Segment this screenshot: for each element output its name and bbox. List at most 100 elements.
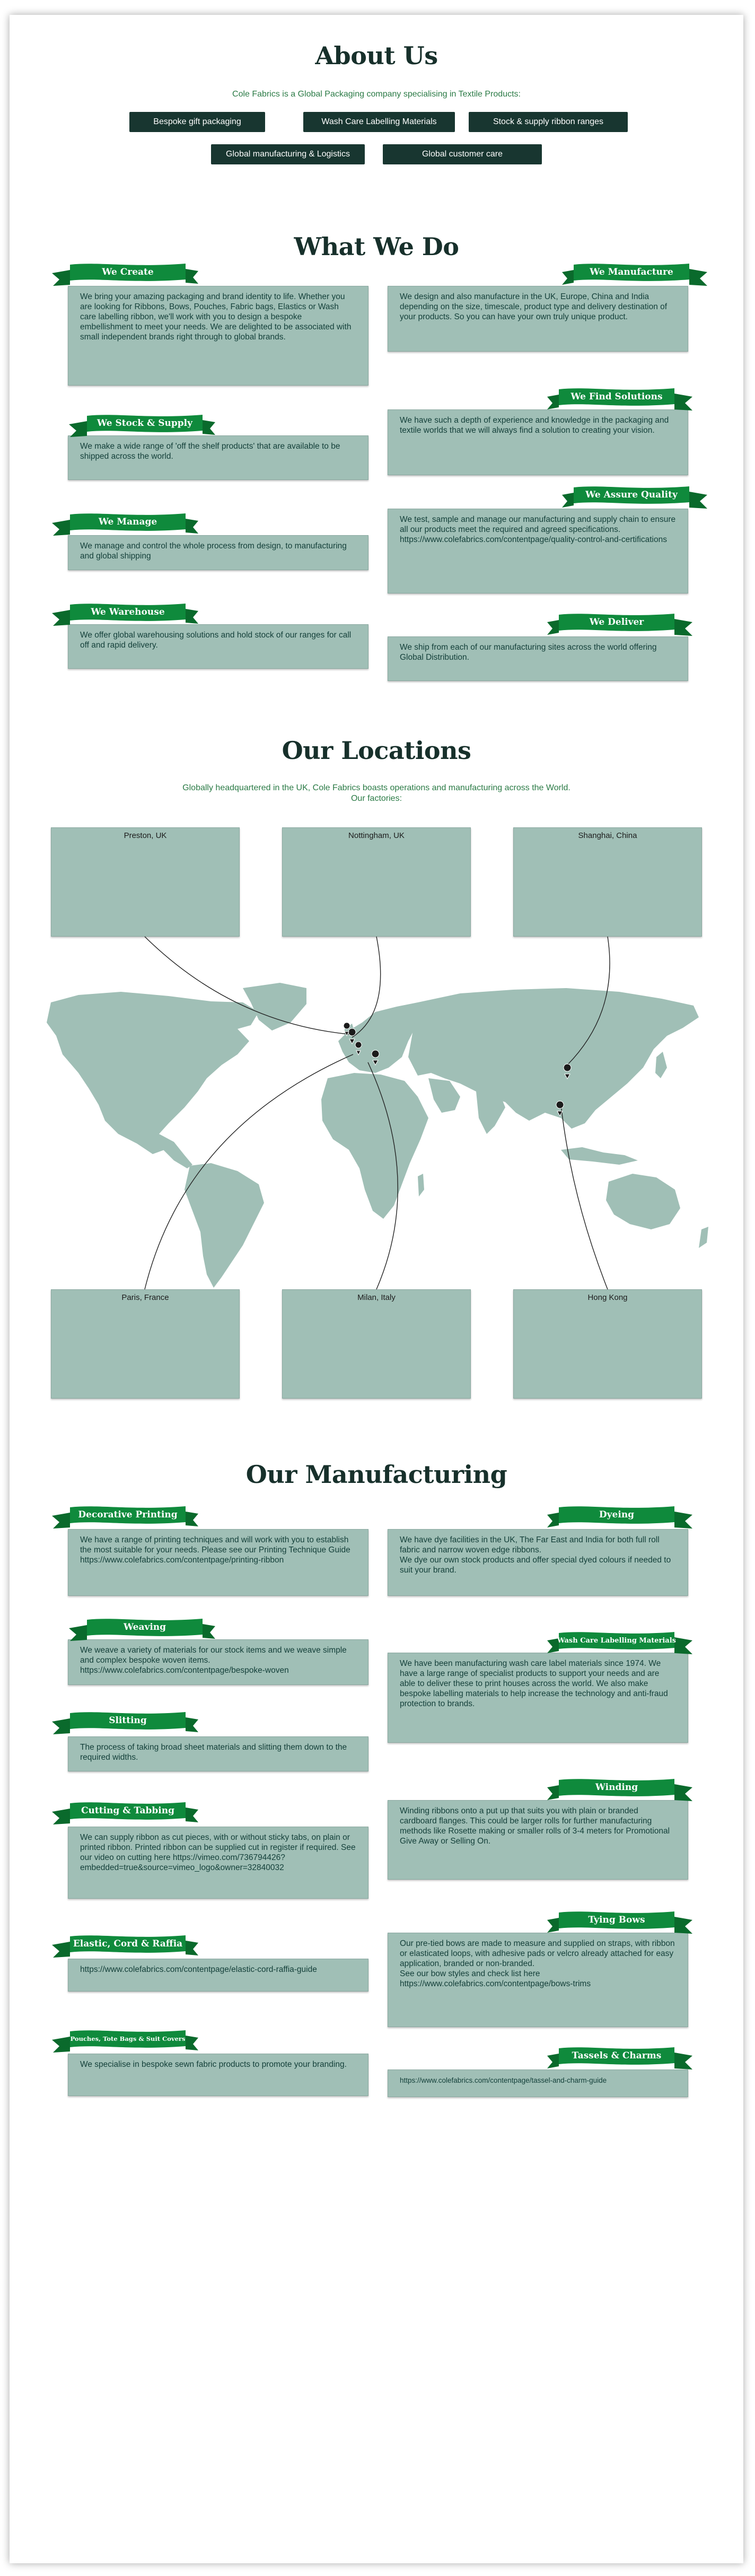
ribbon-tail-right xyxy=(186,269,198,284)
ribbon-label: Tassels & Charms xyxy=(572,2050,662,2061)
ribbon-tail-left xyxy=(547,1513,559,1527)
about-intro: Cole Fabrics is a Global Packaging compa… xyxy=(232,90,521,99)
card-wash-care-labelling: We have been manufacturing wash care lab… xyxy=(388,1653,688,1743)
arabia xyxy=(428,1078,460,1113)
ribbon-label: Wash Care Labelling Materials xyxy=(557,1636,676,1645)
continent-australia xyxy=(606,1174,680,1229)
ribbon-shape xyxy=(52,1506,198,1529)
ribbon-wash-care-labelling: Wash Care Labelling Materials xyxy=(540,1630,693,1673)
ribbon-we-manufacture: We Manufacture xyxy=(555,261,708,305)
ribbon-shape xyxy=(547,1911,692,1934)
map-pin-icon xyxy=(343,1022,350,1037)
chip-stock-supply: Stock & supply ribbon ranges xyxy=(469,112,628,132)
ribbon-we-deliver: We Deliver xyxy=(540,612,693,655)
map-pin-icon xyxy=(348,1028,356,1045)
ribbon-shape xyxy=(52,1935,198,1958)
about-title: About Us xyxy=(315,41,438,70)
location-label: Nottingham, UK xyxy=(348,831,405,840)
ribbon-label: We Manage xyxy=(98,517,157,527)
ribbon-tail-left xyxy=(52,1718,70,1734)
ribbon-label: We Create xyxy=(102,267,154,277)
ribbon-band xyxy=(87,415,203,432)
india xyxy=(476,1091,505,1134)
ribbon-label: Decorative Printing xyxy=(78,1509,178,1520)
ribbon-shape xyxy=(547,1506,692,1529)
ribbon-we-assure-quality: We Assure Quality xyxy=(555,484,708,528)
ribbon-band xyxy=(559,1632,674,1649)
ribbon-tail-left xyxy=(547,620,559,635)
ribbon-shape xyxy=(52,264,198,286)
ribbon-shape xyxy=(52,1712,198,1734)
ribbon-shape xyxy=(52,604,198,626)
continent-europe xyxy=(338,1002,418,1073)
ribbon-tail-right xyxy=(674,1637,692,1654)
indonesia xyxy=(561,1147,638,1165)
ribbon-tail-right xyxy=(186,609,198,624)
chip-global-customer-care: Global customer care xyxy=(383,144,542,164)
ribbon-shape xyxy=(547,1779,692,1801)
what-we-do-title: What We Do xyxy=(294,232,459,261)
ribbon-we-stock-supply: We Stock & Supply xyxy=(68,413,222,456)
card-we-warehouse: We offer global warehousing solutions an… xyxy=(68,624,368,669)
ribbon-we-warehouse: We Warehouse xyxy=(51,601,205,645)
ribbon-tail-left xyxy=(547,1785,559,1800)
ribbon-tail-right xyxy=(674,1784,692,1801)
ribbon-slitting: Slitting xyxy=(51,1710,205,1753)
card-slitting: The process of taking broad sheet materi… xyxy=(68,1736,368,1771)
card-we-manufacture: We design and also manufacture in the UK… xyxy=(388,286,688,352)
card-we-deliver: We ship from each of our manufacturing s… xyxy=(388,636,688,681)
ribbon-band xyxy=(70,604,186,621)
ribbon-band xyxy=(574,486,689,504)
ribbon-tail-left xyxy=(52,520,70,536)
ribbon-cutting-tabbing: Cutting & Tabbing xyxy=(51,1800,205,1844)
ribbon-band xyxy=(70,1506,186,1524)
card-we-find-solutions: We have such a depth of experience and k… xyxy=(388,409,688,475)
ribbon-shape xyxy=(69,415,215,437)
line-hong-kong xyxy=(560,1104,608,1290)
ribbon-tail-right xyxy=(203,420,215,435)
ribbon-label: Weaving xyxy=(123,1622,166,1632)
ribbon-band xyxy=(70,1712,186,1730)
location-label: Paris, France xyxy=(121,1293,169,1302)
ribbon-tail-left xyxy=(562,270,574,285)
location-preston: Preston, UK xyxy=(51,827,240,937)
card-decorative-printing: We have a range of printing techniques a… xyxy=(68,1529,368,1596)
ribbon-label: We Deliver xyxy=(589,617,644,627)
ribbon-tail-left xyxy=(52,1513,70,1529)
ribbon-shape xyxy=(562,264,707,286)
ribbon-tail-left xyxy=(547,1918,559,1933)
ribbon-label: We Find Solutions xyxy=(570,391,663,402)
ribbon-label: We Assure Quality xyxy=(585,490,678,500)
ribbon-shape xyxy=(69,1619,215,1641)
ribbon-tail-left xyxy=(52,270,70,286)
map-pin-icon xyxy=(371,1050,380,1066)
ribbon-tail-right xyxy=(674,1917,692,1934)
card-we-create: We bring your amazing packaging and bran… xyxy=(68,286,368,386)
ribbon-band xyxy=(70,1935,186,1953)
ribbon-tail-left xyxy=(52,2037,70,2053)
ribbon-band xyxy=(70,513,186,531)
ribbon-label: Pouches, Tote Bags & Suit Covers xyxy=(70,2035,186,2042)
ribbon-label: Winding xyxy=(595,1782,638,1793)
ribbon-tail-right xyxy=(674,619,692,636)
card-pouches-tote-bags: We specialise in bespoke sewn fabric pro… xyxy=(68,2054,368,2096)
map-pin-icon xyxy=(563,1063,572,1080)
ribbon-tail-left xyxy=(52,610,70,626)
ribbon-shape xyxy=(52,513,198,536)
line-nottingham xyxy=(352,936,381,1038)
ribbon-label: We Warehouse xyxy=(91,607,165,617)
ribbon-tail-right xyxy=(186,1807,198,1822)
new-zealand xyxy=(699,1227,708,1248)
ribbon-shape xyxy=(52,2030,198,2053)
line-milan xyxy=(367,1062,399,1290)
ribbon-label: Tying Bows xyxy=(588,1915,645,1925)
manufacturing-title: Our Manufacturing xyxy=(245,1460,507,1489)
ribbon-pouches-tote-bags: Pouches, Tote Bags & Suit Covers xyxy=(51,2028,205,2072)
chip-bespoke-gift-packaging: Bespoke gift packaging xyxy=(129,112,265,132)
card-we-assure-quality: We test, sample and manage our manufactu… xyxy=(388,509,688,593)
ribbon-tail-left xyxy=(69,1625,87,1641)
uk-island xyxy=(345,1024,355,1043)
location-nottingham: Nottingham, UK xyxy=(282,827,471,937)
location-label: Shanghai, China xyxy=(578,831,637,840)
ribbon-we-manage: We Manage xyxy=(51,511,205,555)
